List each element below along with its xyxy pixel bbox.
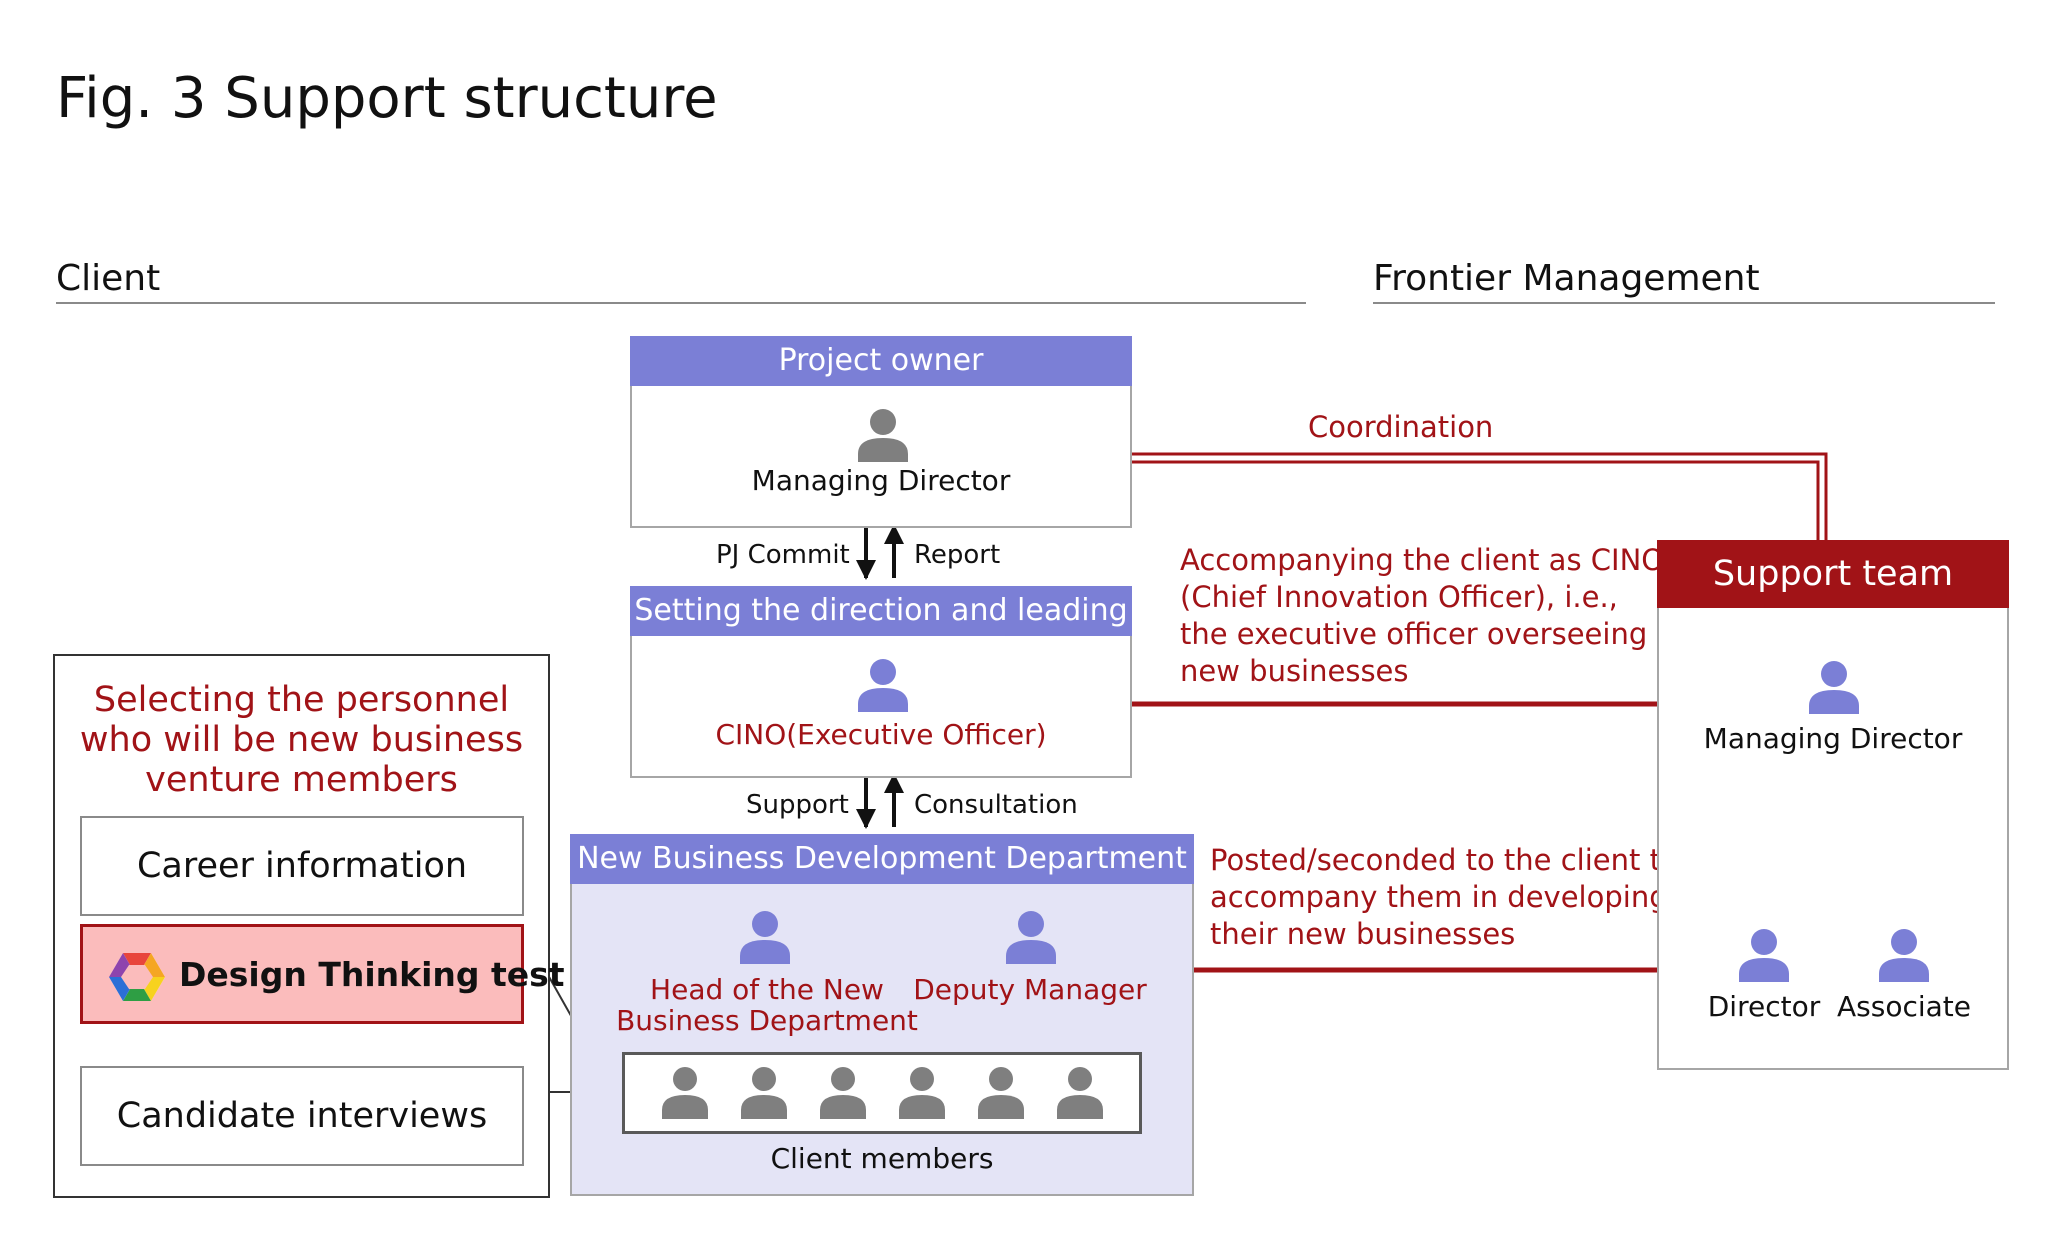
support-label: Support	[746, 790, 849, 820]
career-information-step: Career information	[80, 816, 524, 916]
design-thinking-label: Design Thinking test	[179, 955, 565, 994]
coordination-line-inner	[1130, 460, 1820, 540]
support-team-header: Support team	[1657, 540, 2009, 608]
section-label-client: Client	[56, 258, 161, 299]
selection-title-line: who will be new business	[79, 720, 524, 760]
coordination-label: Coordination	[1308, 410, 1494, 444]
design-thinking-step: Design Thinking test	[80, 924, 565, 1024]
member-icon	[899, 1067, 945, 1119]
cino-note: Accompanying the client as CINO (Chief I…	[1180, 542, 1664, 690]
member-icon	[662, 1067, 708, 1119]
cino-note-line: new businesses	[1180, 654, 1409, 688]
person-icon	[1809, 661, 1859, 714]
member-icon	[820, 1067, 866, 1119]
person-icon	[858, 409, 908, 462]
posted-note-line: their new businesses	[1210, 917, 1516, 951]
section-label-frontier: Frontier Management	[1373, 258, 1760, 299]
associate-label: Associate	[1837, 990, 1971, 1023]
client-members-group	[622, 1052, 1142, 1134]
pj-commit-label: PJ Commit	[716, 540, 850, 570]
cino-note-line: Accompanying the client as CINO	[1180, 543, 1665, 577]
selection-title-line: venture members	[145, 760, 458, 800]
selection-title-line: Selecting the personnel	[93, 680, 510, 720]
report-label: Report	[914, 540, 1001, 570]
project-owner-person-label: Managing Director	[751, 464, 1011, 497]
member-icon	[741, 1067, 787, 1119]
deputy-manager-label: Deputy Manager	[913, 973, 1147, 1006]
coordination-line-outer	[1130, 452, 1828, 540]
support-team-box: Support team Managing Director Director …	[1657, 540, 2009, 1070]
person-icon	[1006, 911, 1056, 964]
support-managing-director-label: Managing Director	[1703, 722, 1963, 755]
cino-note-line: (Chief Innovation Officer), i.e.,	[1180, 580, 1618, 614]
candidate-interviews-step: Candidate interviews	[80, 1066, 524, 1166]
selection-title: Selecting the personnel who will be new …	[55, 680, 548, 800]
posted-note-line: accompany them in developing	[1210, 880, 1668, 914]
nbd-header: New Business Development Department	[570, 834, 1194, 884]
client-divider	[56, 302, 1306, 304]
cino-note-line: the executive officer overseeing	[1180, 617, 1648, 651]
client-members-label: Client members	[770, 1142, 994, 1175]
nbd-panel: New Business Development Department Head…	[570, 834, 1194, 1196]
hexagon-logo-icon	[109, 953, 165, 1001]
cino-label: CINO(Executive Officer)	[715, 718, 1047, 751]
head-of-nbd-line1: Head of the New	[650, 973, 884, 1006]
figure-title: Fig. 3 Support structure	[56, 66, 718, 131]
person-icon	[740, 911, 790, 964]
director-label: Director	[1707, 990, 1821, 1023]
person-icon	[1879, 929, 1929, 982]
head-of-nbd-line2: Business Department	[616, 1004, 918, 1037]
member-icon	[978, 1067, 1024, 1119]
frontier-divider	[1373, 302, 1995, 304]
posted-note: Posted/seconded to the client to accompa…	[1210, 842, 1679, 953]
direction-box: Setting the direction and leading CINO(E…	[630, 586, 1132, 778]
member-icon	[1057, 1067, 1103, 1119]
person-icon	[1739, 929, 1789, 982]
direction-header: Setting the direction and leading	[630, 586, 1132, 636]
project-owner-box: Project owner Managing Director	[630, 336, 1132, 528]
project-owner-header: Project owner	[630, 336, 1132, 386]
consultation-label: Consultation	[914, 790, 1078, 820]
head-of-nbd-label: Head of the New Business Department	[602, 974, 932, 1036]
posted-note-line: Posted/seconded to the client to	[1210, 843, 1679, 877]
person-icon	[858, 659, 908, 712]
